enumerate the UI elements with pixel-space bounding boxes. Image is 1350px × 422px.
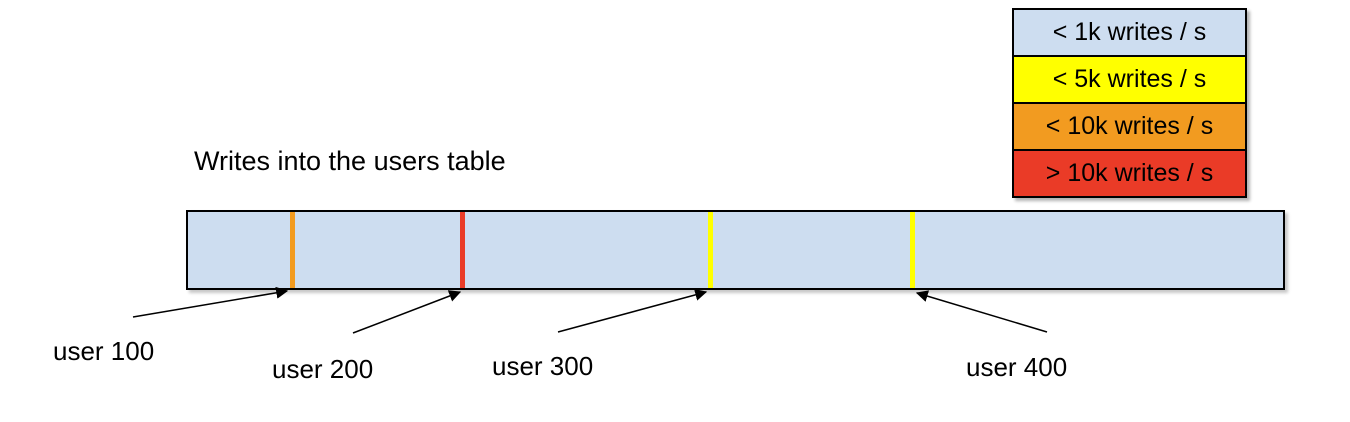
legend-item-label: < 1k writes / s [1052, 18, 1207, 46]
legend-item-gt-10k: > 10k writes / s [1012, 149, 1247, 198]
users-table-bar [186, 210, 1285, 290]
legend-item-label: < 10k writes / s [1045, 112, 1214, 140]
arrow-user-100 [132, 286, 289, 318]
user-200-label: user 200 [272, 354, 374, 384]
arrow-user-400 [915, 290, 1048, 333]
hotspot-marker-user-100 [290, 212, 295, 288]
user-300-label: user 300 [492, 351, 594, 381]
arrow-user-300 [557, 289, 708, 333]
legend-item-lt-1k: < 1k writes / s [1012, 8, 1247, 57]
legend-item-label: > 10k writes / s [1045, 159, 1214, 187]
hotspot-marker-user-200 [460, 212, 465, 288]
legend-item-label: < 5k writes / s [1052, 65, 1207, 93]
user-400-label: user 400 [966, 352, 1068, 382]
legend-item-lt-5k: < 5k writes / s [1012, 55, 1247, 104]
legend: < 1k writes / s < 5k writes / s < 10k wr… [1012, 8, 1247, 198]
hotspot-marker-user-300 [708, 212, 713, 288]
hotspot-marker-user-400 [910, 212, 915, 288]
diagram-title: Writes into the users table [194, 146, 506, 176]
legend-item-lt-10k: < 10k writes / s [1012, 102, 1247, 151]
user-100-label: user 100 [53, 336, 155, 366]
arrow-user-200 [352, 290, 462, 334]
